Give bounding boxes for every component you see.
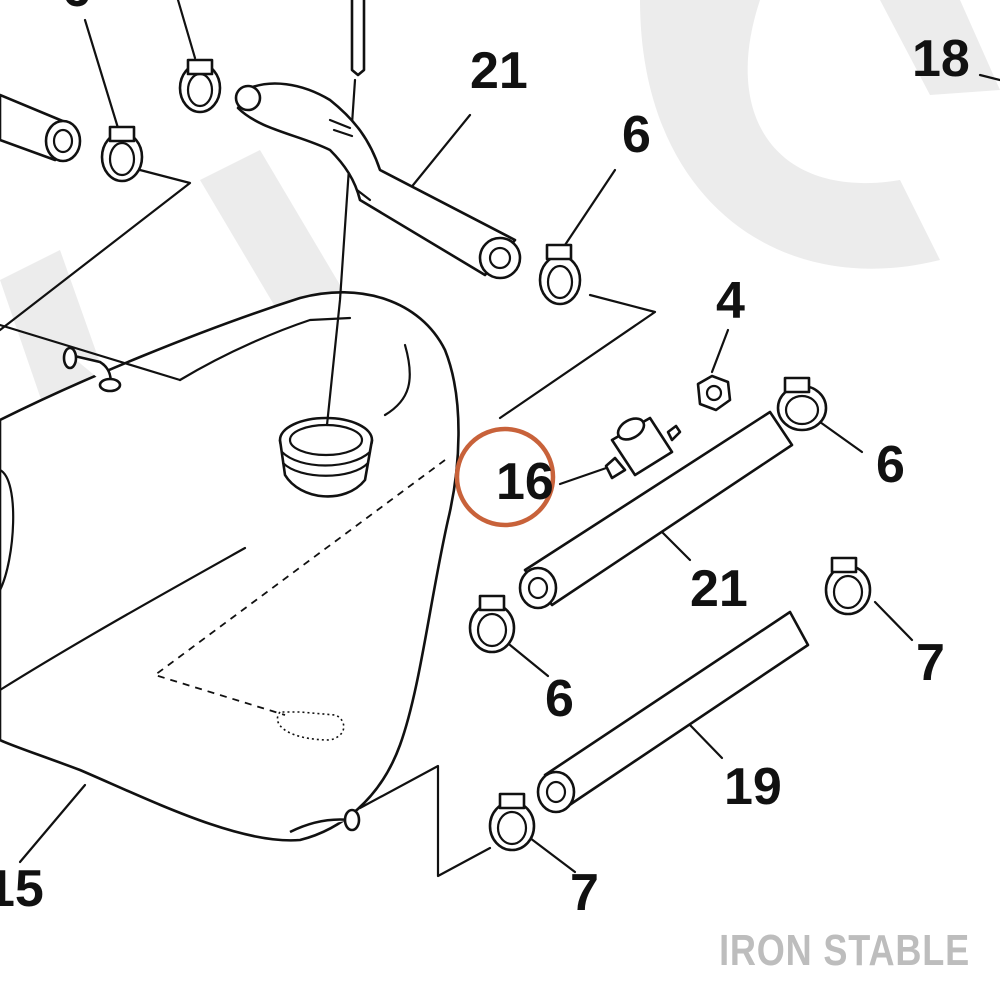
clamp-6-lower <box>468 594 516 654</box>
clamp-7-bottom <box>488 792 536 852</box>
callout-4: 4 <box>716 272 745 330</box>
callout-21-mid: 21 <box>690 560 748 618</box>
callout-6-upper: 6 <box>622 106 651 164</box>
clamp-7-right <box>824 556 872 616</box>
nut-4 <box>696 374 732 412</box>
clamp-top-left-1 <box>178 58 222 114</box>
callout-18: 18 <box>912 30 970 88</box>
callout-labels: 6 21 6 18 4 16 6 21 7 6 19 7 15 <box>0 0 970 922</box>
brand-watermark: IRON STABLE <box>719 926 970 975</box>
fuel-rod <box>350 0 366 77</box>
callout-6-top-left: 6 <box>62 0 91 18</box>
highlight-circle-16 <box>454 426 556 528</box>
clamp-upper-mid <box>538 243 582 306</box>
callout-21-top: 21 <box>470 42 528 100</box>
clamp-right <box>776 376 828 432</box>
fuel-filter-16 <box>604 416 682 480</box>
hose-21-upper <box>234 82 522 280</box>
hose-21-straight <box>518 410 794 610</box>
callout-15: 15 <box>0 860 44 918</box>
callout-7-right: 7 <box>916 634 945 692</box>
hose-clamps <box>100 58 872 852</box>
hose-19 <box>536 610 810 814</box>
fuel-tank-15 <box>0 291 460 842</box>
callout-6-right: 6 <box>876 436 905 494</box>
clamp-top-left-2 <box>100 125 144 183</box>
callout-7-bottom: 7 <box>570 864 599 922</box>
tube-upper-left <box>0 93 82 163</box>
callout-19: 19 <box>724 758 782 816</box>
callout-6-lower: 6 <box>545 670 574 728</box>
callout-16: 16 <box>496 453 554 511</box>
